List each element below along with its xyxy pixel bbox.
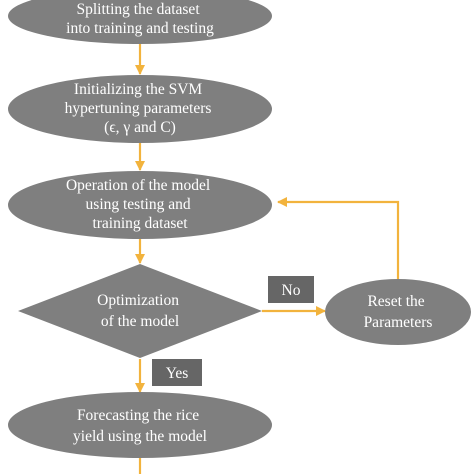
node-split-shape: [8, 0, 272, 44]
edge-label-yes-text: Yes: [166, 365, 189, 382]
node-forecast-text: Forecasting the rice yield using the mod…: [73, 407, 207, 445]
edge-label-no-text: No: [282, 282, 301, 299]
edge-label-no-box: [268, 276, 314, 303]
node-operate-line-2: using testing and: [86, 196, 191, 213]
node-reset-text: Reset the Parameters: [364, 293, 433, 331]
node-optimize-text: Optimization of the model: [97, 292, 183, 330]
node-operate-line-3: training dataset: [92, 215, 188, 232]
node-optimize-shape: [18, 264, 262, 358]
node-forecast-shape: [8, 392, 272, 458]
node-operate-shape: [8, 171, 272, 239]
node-init: Initializing the SVM hypertuning paramet…: [8, 75, 272, 143]
node-init-shape: [8, 75, 272, 143]
node-split-line-2: into training and testing: [66, 20, 214, 37]
node-forecast: Forecasting the rice yield using the mod…: [8, 392, 272, 458]
edge-label-yes-box: [152, 359, 202, 386]
node-reset-line-1: Reset the: [367, 293, 424, 310]
node-operate-text: Operation of the model using testing and…: [66, 177, 214, 232]
node-optimize: Optimization of the model: [18, 264, 262, 358]
node-init-line-3: (ϵ, γ and C): [104, 119, 176, 136]
node-reset-shape: [325, 279, 471, 345]
edge-label-no: No: [268, 276, 314, 303]
node-split-text: Splitting the dataset into training and …: [66, 1, 214, 37]
node-split-line-1: Splitting the dataset: [77, 1, 201, 18]
arrow-reset-to-operate: [277, 197, 400, 280]
node-reset: Reset the Parameters: [325, 279, 471, 345]
node-operate: Operation of the model using testing and…: [8, 171, 272, 239]
node-init-line-1: Initializing the SVM: [74, 81, 203, 98]
node-operate-line-1: Operation of the model: [66, 177, 210, 194]
node-reset-line-2: Parameters: [364, 314, 433, 331]
node-forecast-line-1: Forecasting the rice: [77, 407, 199, 424]
node-init-text: Initializing the SVM hypertuning paramet…: [65, 81, 216, 136]
node-optimize-line-1: Optimization: [97, 292, 179, 309]
node-init-line-2: hypertuning parameters: [65, 100, 212, 117]
connectors: [135, 0, 400, 474]
node-optimize-line-2: of the model: [101, 313, 179, 330]
node-split: Splitting the dataset into training and …: [8, 0, 272, 44]
edge-label-yes: Yes: [152, 359, 202, 386]
node-forecast-line-2: yield using the model: [73, 428, 207, 445]
